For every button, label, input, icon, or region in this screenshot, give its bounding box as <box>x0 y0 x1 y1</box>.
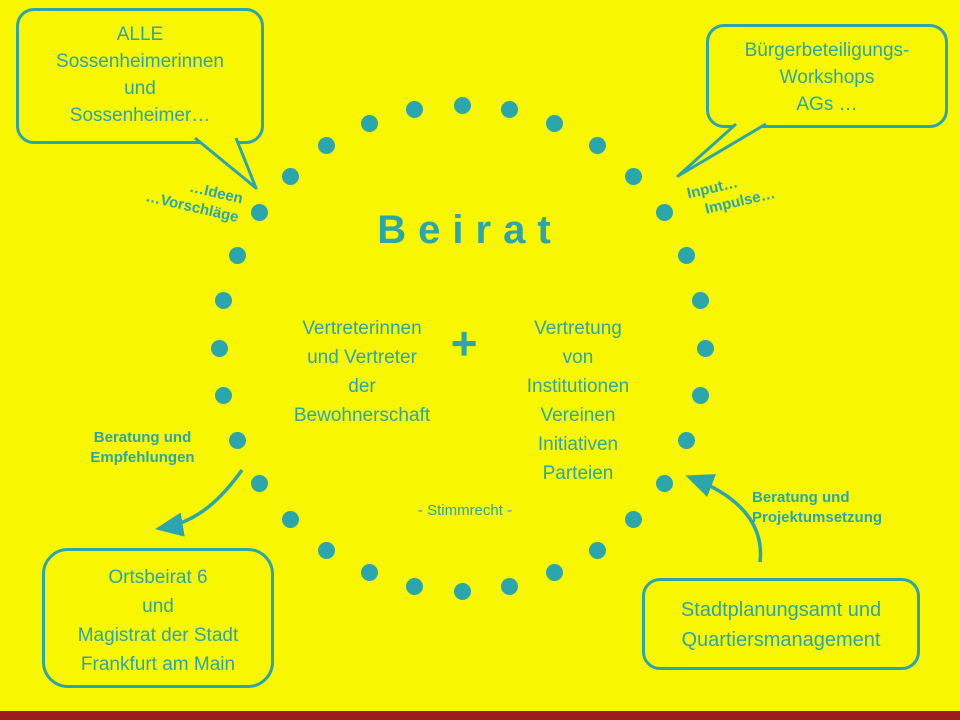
circle-dot <box>360 114 378 132</box>
circle-dot <box>625 511 643 529</box>
circle-dot <box>406 577 424 595</box>
bubble-line: Workshops <box>779 67 875 88</box>
institutions-group: Vertretung von Institutionen Vereinen In… <box>468 314 688 488</box>
circle-dot <box>215 386 233 404</box>
circle-dot <box>546 114 564 132</box>
circle-dot <box>678 246 695 264</box>
bubble-line: Sossenheimer… <box>69 105 211 126</box>
circle-dot <box>655 204 673 222</box>
circle-dot <box>691 386 709 404</box>
diagram-title: Beirat <box>377 208 563 252</box>
circle-dot <box>500 101 518 119</box>
circle-dot <box>251 204 269 222</box>
box-line: Magistrat der Stadt <box>77 625 239 646</box>
advice-left-label: Beratung und Empfehlungen <box>70 428 215 468</box>
residents-line: Vertreterinnen <box>302 318 422 339</box>
box-stadtplanungsamt: Stadtplanungsamt und Quartiersmanagement <box>642 578 920 670</box>
circle-dot <box>453 582 471 600</box>
circle-dot <box>588 541 606 559</box>
institutions-line: Institutionen <box>526 376 630 397</box>
bubble-line: Sossenheimerinnen <box>56 51 224 72</box>
advice-line: Empfehlungen <box>90 449 195 466</box>
arrow-to-ortsbeirat <box>155 468 244 537</box>
circle-dot <box>625 167 643 185</box>
voting-note: - Stimmrecht - <box>417 502 513 519</box>
circle-dot <box>678 432 695 450</box>
arrow-from-stadtplanungsamt <box>685 474 763 563</box>
circle-dot <box>228 246 246 264</box>
residents-line: der <box>348 376 376 397</box>
residents-line: Bewohnerschaft <box>293 405 431 426</box>
circle-dot <box>210 339 228 357</box>
advice-line: Beratung und <box>752 489 850 506</box>
institutions-line: Vertretung <box>534 318 622 339</box>
bubble-tail-top-left <box>194 136 258 190</box>
circle-dot <box>500 577 518 595</box>
box-line: Stadtplanungsamt und <box>680 599 882 621</box>
institutions-line: Parteien <box>542 463 614 484</box>
circle-dot <box>360 564 378 581</box>
circle-dot <box>453 96 471 114</box>
circle-dot <box>281 167 299 185</box>
bubble-line: und <box>124 78 156 99</box>
residents-group: Vertreterinnen und Vertreter der Bewohne… <box>252 314 472 430</box>
bubble-workshops: Bürgerbeteiligungs- Workshops AGs … <box>706 24 948 128</box>
circle-dot <box>318 137 336 155</box>
circle-dot <box>696 339 714 357</box>
circle-dot <box>546 564 564 581</box>
institutions-line: Initiativen <box>537 434 619 455</box>
box-line: Quartiersmanagement <box>681 629 881 651</box>
box-line: Frankfurt am Main <box>80 654 236 675</box>
bottom-accent-bar <box>0 711 960 720</box>
advice-line: Beratung und <box>93 429 192 446</box>
box-line: Ortsbeirat 6 <box>108 567 208 588</box>
bubble-line: ALLE <box>116 24 164 45</box>
circle-dot <box>655 474 673 492</box>
plus-sign: + <box>450 317 478 369</box>
bubble-tail-top-right <box>676 122 767 178</box>
circle-dot <box>228 432 246 450</box>
bubble-line: AGs … <box>796 94 858 115</box>
residents-line: und Vertreter <box>307 347 417 368</box>
advice-right-label: Beratung und Projektumsetzung <box>752 488 927 528</box>
circle-dot <box>251 474 269 492</box>
institutions-line: von <box>562 347 594 368</box>
circle-dot <box>318 541 336 559</box>
advice-line: Projektumsetzung <box>752 509 883 526</box>
institutions-line: Vereinen <box>540 405 616 426</box>
circle-dot <box>281 511 299 529</box>
circle-dot <box>215 292 233 310</box>
bubble-line: Bürgerbeteiligungs- <box>744 40 910 61</box>
circle-dot <box>588 137 606 155</box>
bubble-alle-sossenheimer: ALLE Sossenheimerinnen und Sossenheimer… <box>16 8 264 144</box>
box-ortsbeirat: Ortsbeirat 6 und Magistrat der Stadt Fra… <box>42 548 274 688</box>
box-line: und <box>142 596 174 617</box>
circle-dot <box>691 292 709 310</box>
circle-dot <box>406 101 424 119</box>
